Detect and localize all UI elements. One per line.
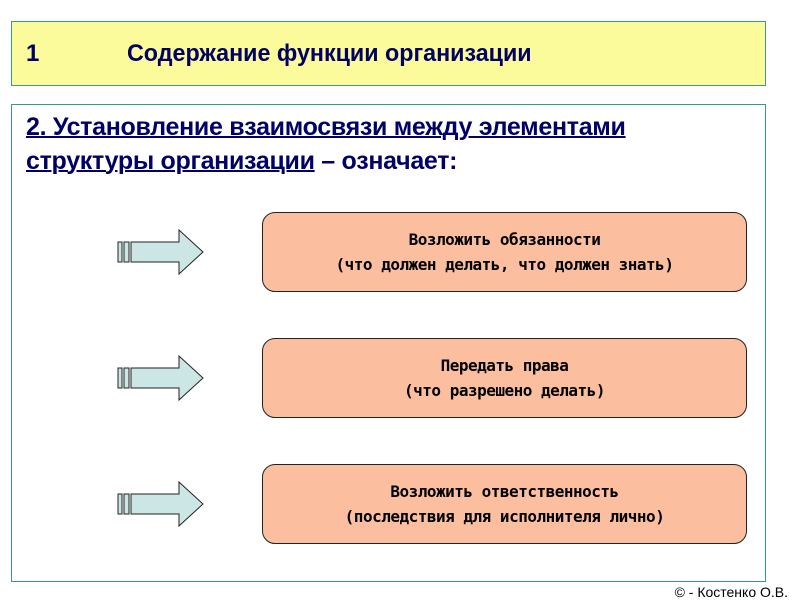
arrow-right-icon <box>117 354 204 402</box>
item-title: Передать права <box>440 356 569 375</box>
slide-number: 1 <box>26 40 40 67</box>
item-title: Возложить обязанности <box>408 230 601 249</box>
slide-title: Содержание функции организации <box>127 40 532 67</box>
section-heading: 2. Установление взаимосвязи между элемен… <box>26 110 766 178</box>
item-box-rights: Передать права (что разрешено делать) <box>262 338 747 418</box>
item-subtitle: (последствия для исполнителя лично) <box>344 507 665 526</box>
content-box: 2. Установление взаимосвязи между элемен… <box>11 104 766 582</box>
title-box: 1 Содержание функции организации <box>11 21 766 86</box>
copyright-footer: © - Костенко О.В. <box>674 584 788 600</box>
arrow-right-icon <box>117 480 204 528</box>
item-title: Возложить ответственность <box>390 482 619 501</box>
arrow-right-icon <box>117 228 204 276</box>
item-box-duties: Возложить обязанности (что должен делать… <box>262 212 747 292</box>
item-box-responsibility: Возложить ответственность (последствия д… <box>262 464 747 544</box>
heading-rest: – означает: <box>314 147 458 175</box>
item-subtitle: (что должен делать, что должен знать) <box>335 255 674 274</box>
heading-underlined-1: 2. Установление взаимосвязи между элемен… <box>26 113 626 141</box>
item-subtitle: (что разрешено делать) <box>404 381 605 400</box>
heading-underlined-2: структуры организации <box>26 147 315 175</box>
